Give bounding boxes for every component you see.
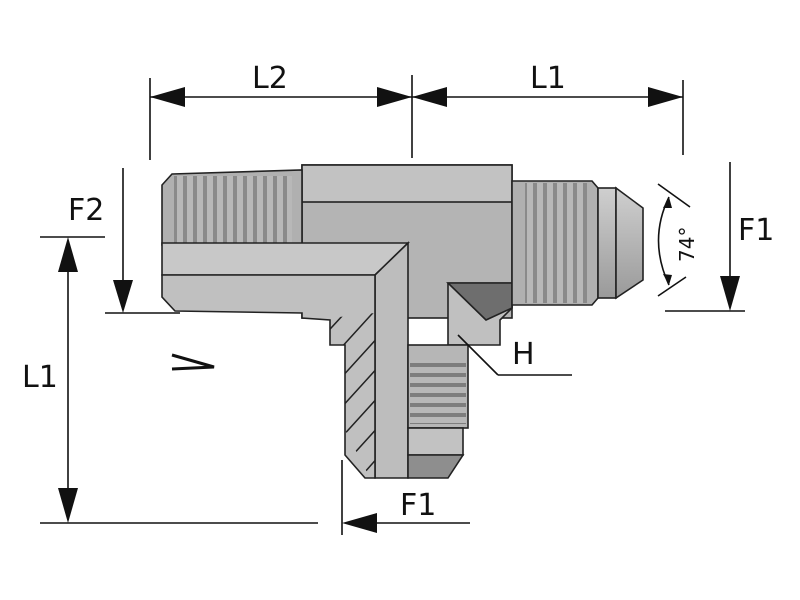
section-hatching bbox=[161, 274, 376, 479]
right-flare-end bbox=[511, 180, 644, 306]
hex-label-h: H bbox=[512, 337, 535, 372]
horizontal-bore bbox=[161, 242, 410, 276]
dimension-label-f2: F2 bbox=[68, 193, 104, 228]
dimension-label-l2: L2 bbox=[252, 61, 288, 96]
left-thread-end bbox=[161, 169, 303, 246]
vertical-bore bbox=[374, 241, 409, 479]
arrow-up-l1 bbox=[58, 237, 78, 272]
bottom-flare-end bbox=[407, 344, 469, 479]
dimension-label-l1-top: L1 bbox=[530, 61, 566, 96]
dimension-label-f1-bottom: F1 bbox=[400, 488, 436, 523]
arrow-right-l2 bbox=[377, 87, 412, 107]
arrow-left-f1 bbox=[342, 513, 377, 533]
arrow-left-l2 bbox=[150, 87, 185, 107]
flare-angle-label: 74° bbox=[675, 227, 699, 262]
hex-flat-region bbox=[446, 282, 513, 346]
dimension-label-l1-left: L1 bbox=[22, 360, 58, 395]
arrow-down-f1 bbox=[720, 276, 740, 311]
arrow-right-l1 bbox=[648, 87, 683, 107]
dimension-label-f1-right: F1 bbox=[738, 213, 774, 248]
arrowheads bbox=[58, 87, 740, 533]
arrow-left-l1 bbox=[412, 87, 447, 107]
arrow-down-l1 bbox=[58, 488, 78, 523]
arrow-down-f2 bbox=[113, 280, 133, 313]
